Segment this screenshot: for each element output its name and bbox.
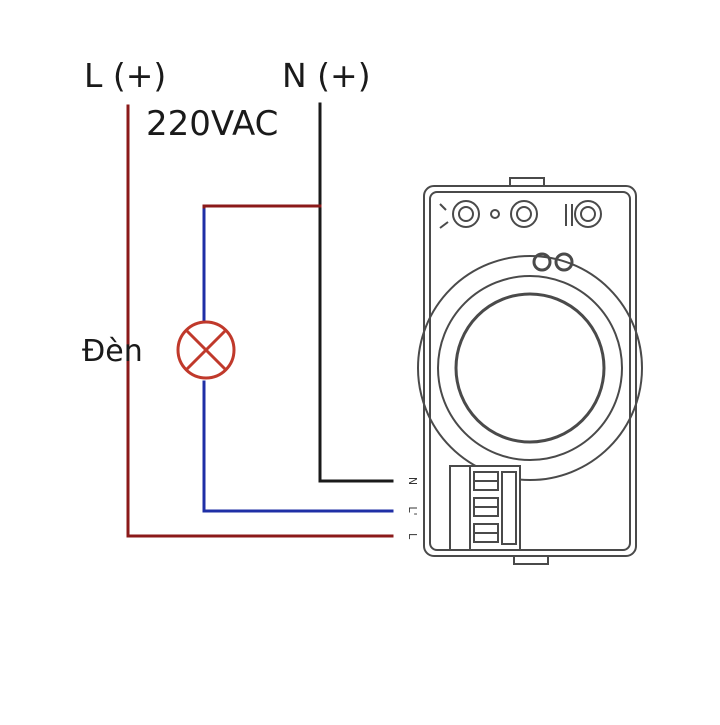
neutral-wire — [318, 102, 394, 483]
motion-sensor-device-icon — [417, 177, 643, 565]
terminal-block — [449, 465, 521, 551]
adjustment-knobs — [439, 200, 602, 229]
live-label: L (+) — [84, 56, 167, 95]
lamp-supply-wire — [202, 204, 322, 320]
voltage-label: 220VAC — [146, 104, 279, 144]
terminal-label-l-in: L — [406, 533, 419, 540]
sensor-lens-inner — [454, 292, 606, 444]
sensor-lens-middle — [437, 275, 623, 461]
neutral-label: N (+) — [282, 56, 371, 95]
lamp-return-wire — [202, 380, 394, 513]
lamp-label: Đèn — [82, 334, 143, 369]
indicator-led — [554, 252, 574, 272]
lamp-cross-circle-icon — [176, 320, 236, 380]
live-wire — [126, 104, 394, 538]
terminal-label-n: N — [406, 477, 419, 485]
sensor-lens-outer — [417, 255, 643, 481]
indicator-led — [532, 252, 552, 272]
device-body — [423, 185, 637, 557]
terminal-label-l-out: L' — [406, 506, 419, 515]
